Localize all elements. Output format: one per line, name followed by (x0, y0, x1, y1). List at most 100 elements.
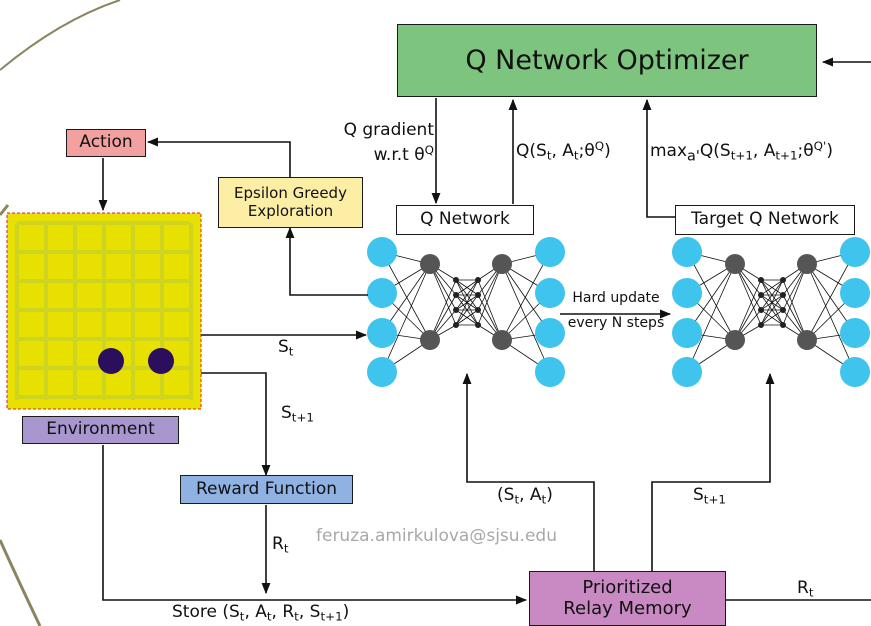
hard-update-line-1: Hard update (572, 290, 660, 306)
network-edge (455, 279, 479, 326)
reward-label: Reward Function (195, 478, 338, 499)
network-edges (686, 251, 856, 373)
arrow-memory-to-target (651, 372, 775, 571)
network-edge (455, 309, 479, 326)
network-node (475, 292, 481, 298)
memory-reward-label: Rt (797, 578, 814, 600)
network-edge (381, 263, 431, 373)
memory-line-1: Prioritized (582, 576, 673, 598)
network-node (840, 357, 870, 387)
network-node (725, 254, 745, 274)
environment-label: Environment (46, 419, 155, 440)
network-node (492, 330, 512, 350)
network-edge (501, 263, 551, 373)
network-edge (455, 279, 479, 311)
next-state-label: St+1 (281, 403, 314, 425)
network-node (780, 277, 786, 283)
network-edge (760, 279, 784, 296)
network-node (420, 254, 440, 274)
network-node (797, 254, 817, 274)
network-node (840, 318, 870, 348)
network-node (367, 357, 397, 387)
slide-decoration-left2 (0, 204, 10, 216)
network-node (672, 357, 702, 387)
environment-box: Environment (22, 416, 179, 444)
arrow-next-state-to-reward (201, 372, 271, 477)
network-node (367, 278, 397, 308)
network-node (420, 330, 440, 350)
q-gradient-sup: Q (424, 142, 434, 157)
epsilon-line-1: Epsilon Greedy (234, 184, 347, 203)
network-node (475, 277, 481, 283)
hard-update-line-2: every N steps (567, 314, 665, 331)
epsilon-line-2: Exploration (247, 201, 334, 220)
scatterer-2 (148, 348, 174, 374)
network-edge (806, 251, 856, 341)
q-gradient-line-1: Q gradient (343, 120, 434, 140)
network-node (758, 322, 764, 328)
arrow-target-to-optimizer (642, 98, 675, 218)
q-gradient-wrt: w.r.t θ (373, 144, 425, 165)
action-label: Action (79, 132, 133, 153)
network-node (535, 318, 565, 348)
target-network-label: Target Q Network (691, 209, 839, 230)
network-edge (760, 279, 784, 326)
network-edge (455, 279, 479, 296)
arrow-env-to-memory (102, 445, 528, 605)
state-label: St (278, 337, 294, 359)
memory-line-2: Relay Memory (563, 597, 692, 619)
network-node (535, 278, 565, 308)
optimizer-label: Q Network Optimizer (465, 44, 749, 76)
sample-next-state-label: St+1 (693, 485, 726, 507)
network-edge (734, 279, 762, 341)
network-edge (501, 251, 551, 341)
slide-decoration-left (0, 539, 42, 626)
q-network-optimizer-box: Q Network Optimizer (397, 24, 817, 97)
arrow-memory-to-qnet (462, 372, 595, 571)
network-node (725, 330, 745, 350)
reward-value-label: Rt (272, 534, 289, 556)
reward-function-box: Reward Function (180, 475, 353, 504)
epsilon-greedy-box: Epsilon Greedy Exploration (218, 177, 363, 228)
sample-state-action-label: (St, At) (497, 485, 553, 507)
network-node (758, 307, 764, 313)
q-network-graph (367, 237, 565, 387)
network-node (780, 307, 786, 313)
arrow-epsilon-to-action (146, 137, 291, 177)
q-network-label-box: Q Network (396, 205, 534, 235)
network-edge (760, 294, 784, 326)
hard-update-label: Hard update every N steps (561, 286, 671, 335)
network-node (758, 277, 764, 283)
network-edges (381, 251, 551, 373)
network-edge (686, 251, 736, 341)
network-edge (429, 279, 457, 341)
network-edge (455, 294, 479, 326)
scatterer-1 (98, 348, 124, 374)
q-gradient-line-2: w.r.t θQ (344, 142, 434, 167)
network-node (840, 237, 870, 267)
network-node (672, 278, 702, 308)
network-node (780, 322, 786, 328)
watermark-email: feruza.amirkulova@sjsu.edu (316, 526, 557, 546)
network-node (453, 292, 459, 298)
network-edge (806, 263, 856, 373)
network-edge (760, 309, 784, 326)
network-node (367, 318, 397, 348)
target-network-graph (672, 237, 870, 387)
network-node (453, 277, 459, 283)
slide-decoration-top (0, 0, 121, 71)
target-q-value-label: maxa'Q(St+1, At+1;θQ') (650, 139, 833, 165)
network-node (780, 292, 786, 298)
q-network-label: Q Network (420, 209, 510, 230)
network-edge (686, 263, 736, 373)
prioritized-memory-box: Prioritized Relay Memory (529, 571, 726, 626)
network-edge (477, 263, 503, 326)
network-node (535, 237, 565, 267)
target-q-network-label-box: Target Q Network (675, 205, 855, 235)
network-node (840, 278, 870, 308)
q-gradient-label: Q gradient w.r.t θQ (344, 119, 434, 167)
network-node (672, 318, 702, 348)
network-node (535, 357, 565, 387)
